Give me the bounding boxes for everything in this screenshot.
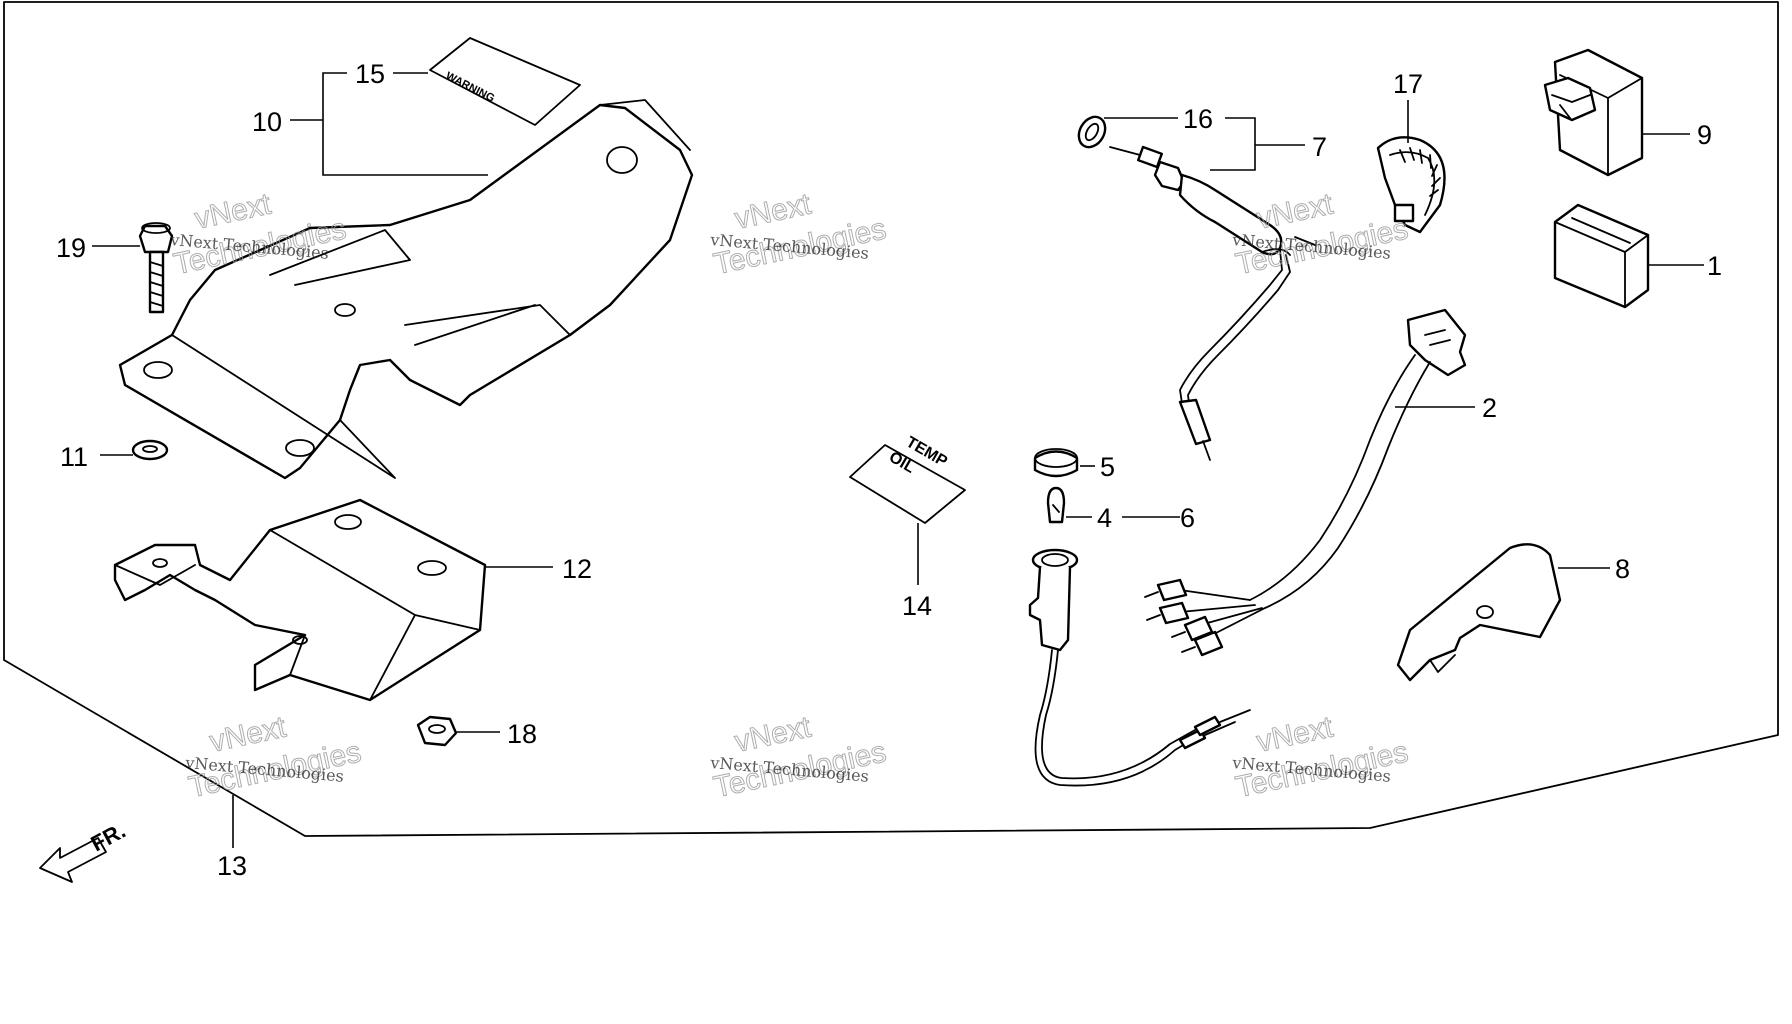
callout-1: 1 [1707, 251, 1722, 281]
leader-lines [92, 72, 1704, 848]
callout-10: 10 [252, 107, 282, 137]
callout-6: 6 [1180, 503, 1195, 533]
nut-part-18 [416, 715, 458, 747]
bracket-part-10 [118, 99, 694, 480]
callout-12: 12 [562, 554, 592, 584]
sensor-part-7 [1109, 145, 1316, 461]
bulb-part-4 [1046, 486, 1066, 524]
callout-19: 19 [56, 233, 86, 263]
rubber-mount-part-1 [1553, 203, 1650, 309]
clamp-part-17 [1376, 136, 1446, 234]
control-unit-part-9 [1543, 48, 1644, 177]
diagram-frame [3, 1, 1779, 837]
callout-18: 18 [507, 719, 537, 749]
bracket-part-8 [1396, 543, 1562, 682]
oring-part-16 [1077, 115, 1107, 149]
callout-11: 11 [60, 442, 88, 472]
callout-9: 9 [1697, 120, 1712, 150]
callouts: 1 2 4 5 6 7 8 9 10 11 12 13 14 15 16 17 … [56, 59, 1722, 881]
oil-temp-label-part-14: OIL TEMP [849, 434, 966, 524]
harness-part-2 [1144, 308, 1467, 657]
bolt-part-19 [138, 222, 174, 314]
callout-14: 14 [902, 591, 932, 621]
callout-15: 15 [355, 59, 385, 89]
warning-label-part-15: WARNING [429, 37, 581, 126]
washer-part-11 [131, 439, 169, 461]
cap-part-5 [1033, 448, 1079, 478]
callout-2: 2 [1482, 393, 1497, 423]
watermark-5: vNext Technologies vNext Technologies [709, 710, 890, 805]
front-direction-arrow: FR. [39, 818, 130, 883]
socket-part-6 [1028, 548, 1251, 787]
watermark-3: vNext Technologies vNext Technologies [1231, 187, 1412, 282]
watermark-6: vNext Technologies vNext Technologies [1231, 710, 1412, 805]
callout-5: 5 [1100, 452, 1115, 482]
watermark-2: vNext Technologies vNext Technologies [709, 187, 890, 282]
watermark-4: vNext Technologies vNext Technologies [184, 710, 365, 805]
callout-17: 17 [1393, 69, 1423, 99]
callout-13: 13 [217, 851, 247, 881]
callout-8: 8 [1615, 554, 1630, 584]
callout-4: 4 [1097, 503, 1112, 533]
callout-16: 16 [1183, 104, 1213, 134]
bracket-part-12 [113, 498, 487, 702]
callout-7: 7 [1312, 132, 1327, 162]
